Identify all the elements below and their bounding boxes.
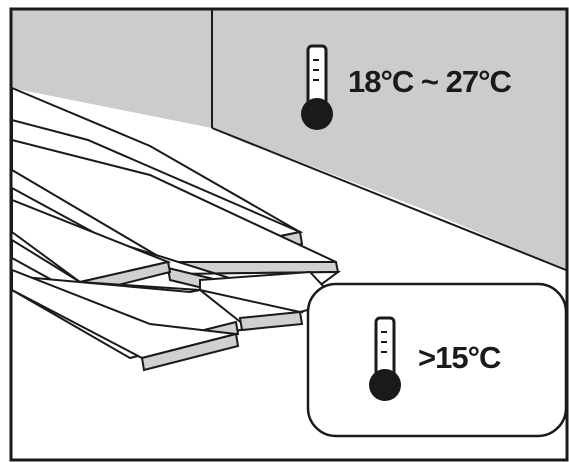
room-temperature-label: 18°C ~ 27°C (348, 64, 512, 99)
plank-stack (11, 118, 342, 372)
floor-wall-edge-right (211, 127, 567, 271)
image-border (9, 7, 569, 462)
thermometer-icon (369, 316, 401, 401)
left-wall (12, 10, 212, 128)
floor-temperature-label: >15°C (418, 340, 501, 375)
thermometer-icon (301, 44, 333, 130)
